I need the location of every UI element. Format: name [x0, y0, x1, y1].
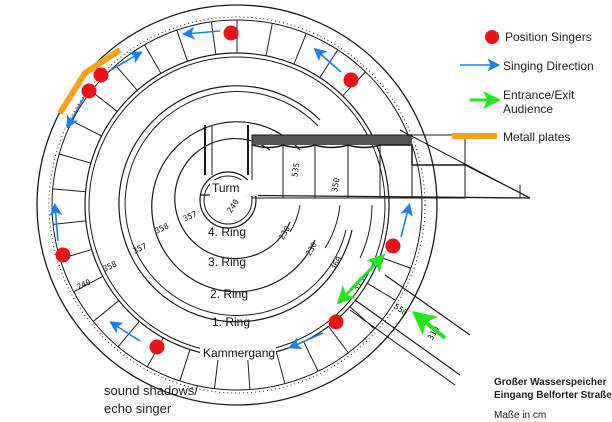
caption-title-2: Eingang Belforter Straße: [494, 390, 612, 401]
legend-entrance-2: Audience: [503, 102, 553, 116]
ring-4-label: 4. Ring: [208, 225, 246, 239]
dim-label: 240: [75, 277, 92, 291]
exit-arrow: [336, 277, 363, 305]
legend-entrance-1: Entrance/Exit: [503, 88, 575, 102]
legend: Position Singers Singing Direction Entra…: [452, 30, 594, 144]
annotation-line-2: echo singer: [104, 401, 172, 416]
building-section: [251, 129, 531, 199]
chamber-wall: [379, 256, 412, 269]
chamber-wall: [179, 349, 191, 382]
chamber-wall: [328, 326, 349, 354]
chamber-wall: [293, 33, 307, 65]
chamber-wall: [367, 282, 396, 301]
chamber-wall: [275, 351, 286, 384]
dim-label: 550: [392, 302, 409, 318]
direction-arrow: [181, 26, 221, 40]
entrance-arrow: [411, 310, 447, 340]
singer-positions: [55, 25, 401, 355]
direction-arrow: [109, 321, 141, 342]
dim-label: 535: [290, 162, 301, 178]
dim-label: 358: [101, 259, 118, 273]
chamber-wall: [265, 23, 273, 56]
chamber-wall: [176, 29, 188, 62]
entrance-corridor: [349, 274, 471, 386]
legend-plates-icon: [452, 133, 497, 139]
legend-plates: Metall plates: [503, 130, 570, 144]
chamber-wall: [319, 49, 339, 78]
chamber-wall: [303, 341, 319, 372]
legend-singers: Position Singers: [505, 30, 592, 44]
chamber-wall: [213, 355, 219, 389]
chamber-wall: [247, 356, 251, 390]
annotation-line-1: sound shadows/: [104, 383, 198, 398]
ring-2-label: 2. Ring: [210, 287, 248, 301]
direction-arrow: [313, 47, 342, 73]
direction-arrow: [49, 202, 63, 242]
caption-title-1: Großer Wasserspeicher: [494, 377, 607, 388]
tower-label: Turm: [212, 181, 240, 195]
dim-label: 358: [153, 221, 170, 235]
dim-label: 230: [304, 240, 319, 257]
singer-dot: [93, 67, 109, 83]
singing-direction-arrows: [49, 26, 413, 350]
entrance-arrow: [359, 253, 386, 281]
legend-singer-icon: [485, 30, 499, 44]
direction-arrow: [66, 96, 85, 129]
direction-arrow: [400, 202, 413, 238]
inner-rings: [118, 85, 531, 323]
chamber-wall: [115, 65, 138, 91]
chamber-wall: [144, 44, 162, 74]
ring-3-label: 3. Ring: [208, 255, 246, 269]
legend-direction: Singing Direction: [503, 59, 594, 73]
chamber-wall: [73, 275, 104, 293]
chamber-wall: [210, 21, 217, 55]
dim-label: 357: [131, 241, 148, 255]
dim-label: 357: [182, 209, 199, 223]
singer-dot: [223, 25, 239, 41]
metal-plate: [57, 47, 122, 115]
chamber-wall: [349, 306, 375, 330]
chamber-wall: [52, 188, 86, 193]
dim-label: 350: [330, 177, 341, 193]
dim-label: 240: [225, 198, 241, 215]
entrance-arrows: [336, 253, 447, 340]
dim-label: 315: [351, 276, 367, 293]
caption-units: Maße in cm: [494, 410, 546, 421]
singer-dot: [81, 83, 97, 99]
dim-label: 230: [277, 224, 292, 241]
singer-dot: [328, 314, 344, 330]
singer-dot: [149, 339, 165, 355]
chamber-wall: [59, 153, 92, 164]
chamber-wall: [52, 220, 86, 225]
direction-arrow: [288, 332, 324, 350]
corridor-label: Kammergang: [203, 346, 275, 360]
chamber-wall: [71, 120, 102, 137]
direction-arrow: [110, 51, 143, 71]
singer-dot: [55, 247, 71, 263]
chamber-wall: [92, 300, 120, 322]
singer-dot: [385, 238, 401, 254]
singer-dot: [343, 72, 359, 88]
ring-1-label: 1. Ring: [212, 315, 250, 329]
